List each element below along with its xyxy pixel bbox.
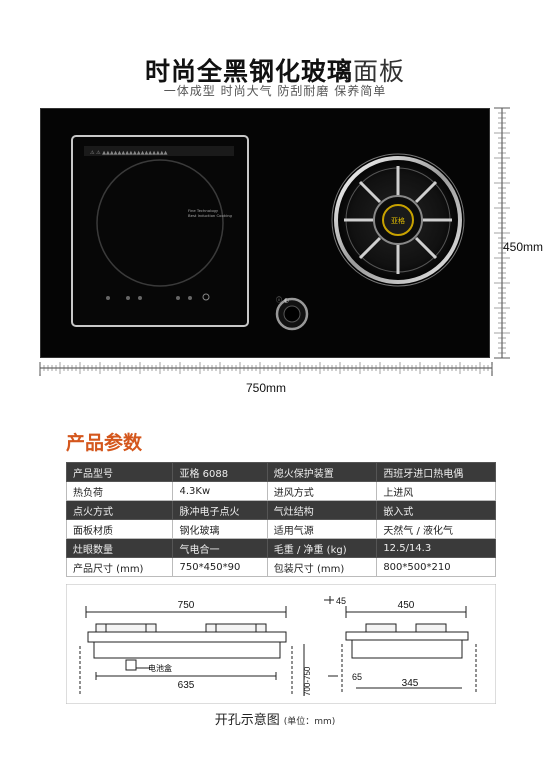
brand-logo: 亚格 — [391, 216, 405, 225]
burner-grate — [344, 166, 452, 274]
cutout-height-label: 700-750 — [303, 666, 312, 696]
spec-cell: 产品尺寸 (mm) — [65, 557, 174, 577]
specs-title: 产品参数 — [66, 432, 143, 454]
cutout-width-label: 635 — [178, 680, 195, 691]
spec-cell: 800*500*210 — [376, 557, 496, 577]
page-subtitle: 一体成型 时尚大气 防刮耐磨 保养简单 — [163, 84, 387, 98]
spec-cell: 上进风 — [376, 481, 496, 501]
spec-row: 灶眼数量气电合一毛重 / 净重 (kg)12.5/14.3 — [65, 538, 496, 558]
side-top-label: 45 — [336, 596, 346, 606]
spec-cell: 适用气源 — [266, 519, 378, 539]
spec-cell: 包装尺寸 (mm) — [266, 557, 378, 577]
spec-cell: 气电合一 — [172, 538, 268, 558]
width-ruler — [39, 362, 493, 376]
diagram-title-text: 开孔示意图 — [214, 713, 280, 728]
spec-cell: 嵌入式 — [376, 500, 496, 520]
front-width-label: 750 — [178, 600, 195, 611]
svg-text:ⓘ ◐: ⓘ ◐ — [276, 296, 289, 304]
spec-cell: 气灶结构 — [266, 500, 378, 520]
svg-text:⚠ ⚠ ▲▲▲▲▲▲▲▲▲▲▲▲▲▲▲▲▲: ⚠ ⚠ ▲▲▲▲▲▲▲▲▲▲▲▲▲▲▲▲▲ — [90, 150, 168, 156]
spec-cell: 熄火保护装置 — [266, 462, 378, 482]
cutout-diagram: 750 电池盒 635 700-750 45 450 65 345 — [66, 584, 496, 704]
diagram-unit: (单位：mm) — [283, 717, 336, 727]
spec-cell: 毛重 / 净重 (kg) — [266, 538, 378, 558]
spec-cell: 750*450*90 — [172, 557, 268, 577]
diagram-title: 开孔示意图(单位：mm) — [0, 709, 550, 728]
spec-cell: 面板材质 — [65, 519, 174, 539]
spec-cell: 产品型号 — [65, 462, 174, 482]
side-bottom-b-label: 345 — [402, 678, 419, 689]
spec-cell: 4.3Kw — [172, 481, 268, 501]
side-view — [324, 596, 477, 694]
spec-cell: 脉冲电子点火 — [172, 500, 268, 520]
spec-cell: 进风方式 — [266, 481, 378, 501]
spec-cell: 天然气 / 液化气 — [376, 519, 496, 539]
side-width-label: 450 — [398, 600, 415, 611]
induction-text: Fine Technology — [188, 208, 219, 213]
spec-cell: 热负荷 — [65, 481, 174, 501]
spec-cell: 灶眼数量 — [65, 538, 174, 558]
spec-cell: 西班牙进口热电偶 — [376, 462, 496, 482]
title-light: 面板 — [353, 57, 406, 86]
spec-cell: 钢化玻璃 — [172, 519, 268, 539]
spec-cell: 点火方式 — [65, 500, 174, 520]
svg-text:Best Induction Cooking: Best Induction Cooking — [188, 213, 232, 218]
induction-frame — [71, 135, 249, 327]
induction-ring — [96, 159, 224, 287]
cooktop-panel: ⚠ ⚠ ▲▲▲▲▲▲▲▲▲▲▲▲▲▲▲▲▲ Fine Technology Be… — [40, 108, 490, 358]
spec-row: 面板材质钢化玻璃适用气源天然气 / 液化气 — [65, 519, 496, 539]
spec-cell: 12.5/14.3 — [376, 538, 496, 558]
warning-label — [84, 146, 234, 156]
battery-label: 电池盒 — [148, 663, 172, 673]
spec-cell: 亚格 6088 — [172, 462, 268, 482]
cooktop-illustration: ⚠ ⚠ ▲▲▲▲▲▲▲▲▲▲▲▲▲▲▲▲▲ Fine Technology Be… — [71, 135, 465, 331]
height-ruler — [494, 107, 510, 359]
power-icon — [202, 293, 210, 301]
page-title: 时尚全黑钢化玻璃面板 — [0, 52, 550, 88]
height-label: 450mm — [503, 240, 544, 254]
title-bold: 时尚全黑钢化玻璃 — [144, 57, 353, 86]
front-view — [79, 606, 305, 696]
spec-row: 点火方式脉冲电子点火气灶结构嵌入式 — [65, 500, 496, 520]
width-label: 750mm — [246, 381, 287, 395]
side-bottom-a-label: 65 — [352, 672, 362, 682]
